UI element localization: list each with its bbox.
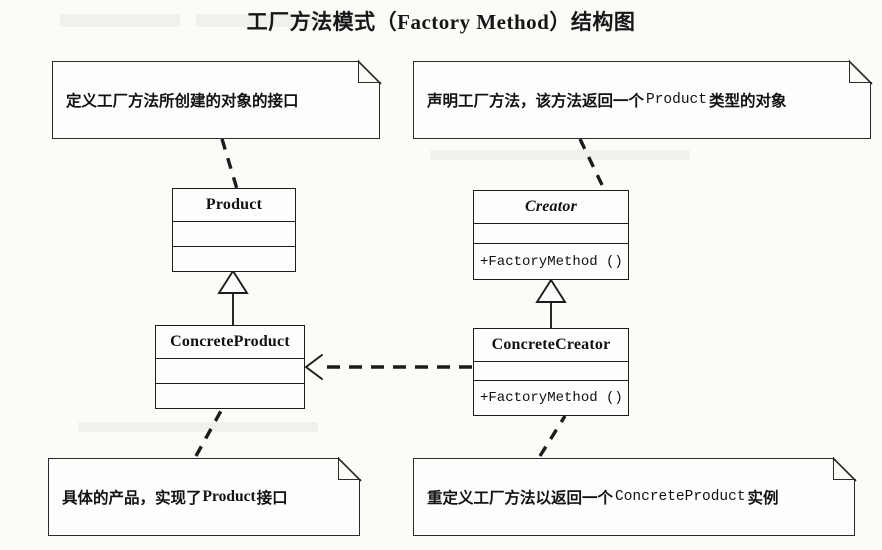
note-creator: 声明工厂方法，该方法返回一个 Product 类型的对象 xyxy=(413,59,873,139)
class-box-concrete-creator[interactable]: ConcreteCreator +FactoryMethod () xyxy=(473,328,629,416)
note-anchor-product xyxy=(220,138,239,190)
class-operations-creator: +FactoryMethod () xyxy=(480,253,623,270)
note-concrete-product: 具体的产品，实现了 Product 接口 xyxy=(48,456,362,536)
note-text-before: 声明工厂方法，该方法返回一个 xyxy=(427,93,645,110)
note-text-before: 重定义工厂方法以返回一个 xyxy=(427,490,614,507)
scan-artifact xyxy=(78,422,318,432)
class-name-concrete-product: ConcreteProduct xyxy=(156,326,304,359)
note-text-mono: ConcreteProduct xyxy=(615,489,746,505)
class-box-creator[interactable]: Creator +FactoryMethod () xyxy=(473,190,629,280)
note-text-mono: Product xyxy=(202,488,256,505)
page-title: 工厂方法模式（Factory Method）结构图 xyxy=(246,10,636,34)
class-operations-concrete-product xyxy=(156,384,304,408)
class-attributes-creator xyxy=(474,224,628,244)
note-text-after: 接口 xyxy=(256,490,288,507)
note-fold-diagonal xyxy=(847,59,873,85)
note-fold-diagonal xyxy=(356,59,382,85)
note-body xyxy=(48,458,360,536)
scan-artifact xyxy=(430,150,690,160)
note-concrete-creator: 重定义工厂方法以返回一个 ConcreteProduct 实例 xyxy=(413,456,857,536)
note-product: 定义工厂方法所创建的对象的接口 xyxy=(52,59,382,139)
class-attributes-concrete-creator xyxy=(474,362,628,381)
class-name-product: Product xyxy=(173,189,295,222)
class-attributes-concrete-product xyxy=(156,359,304,384)
note-fold-diagonal xyxy=(336,456,362,482)
note-text: 定义工厂方法所创建的对象的接口 xyxy=(66,93,299,110)
note-fold-diagonal xyxy=(831,456,857,482)
generalization-arrow-creator xyxy=(535,278,567,303)
note-text: 具体的产品，实现了 Product 接口 xyxy=(62,458,334,536)
dependency-arrowhead-creates xyxy=(304,354,323,380)
note-anchor-concrete-creator xyxy=(538,415,567,457)
note-text-before: 具体的产品，实现了 xyxy=(62,490,202,507)
class-box-concrete-product[interactable]: ConcreteProduct xyxy=(155,325,305,409)
note-text-after: 实例 xyxy=(747,490,779,507)
class-name-creator: Creator xyxy=(474,191,628,224)
note-text-after: 类型的对象 xyxy=(708,93,787,110)
class-operations-product xyxy=(173,247,295,271)
class-operations-concrete-creator: +FactoryMethod () xyxy=(480,390,623,406)
note-text-mono: Product xyxy=(646,92,707,108)
note-body xyxy=(52,61,380,139)
note-anchor-concrete-product xyxy=(194,408,224,457)
note-body xyxy=(413,458,855,536)
class-attributes-product xyxy=(173,222,295,247)
generalization-arrow-product xyxy=(217,269,249,294)
note-anchor-creator xyxy=(578,138,606,190)
class-box-product[interactable]: Product xyxy=(172,188,296,272)
note-body xyxy=(413,61,871,139)
class-name-concrete-creator: ConcreteCreator xyxy=(474,329,628,362)
note-text: 声明工厂方法，该方法返回一个 Product 类型的对象 xyxy=(427,61,845,139)
note-text: 重定义工厂方法以返回一个 ConcreteProduct 实例 xyxy=(427,458,829,536)
